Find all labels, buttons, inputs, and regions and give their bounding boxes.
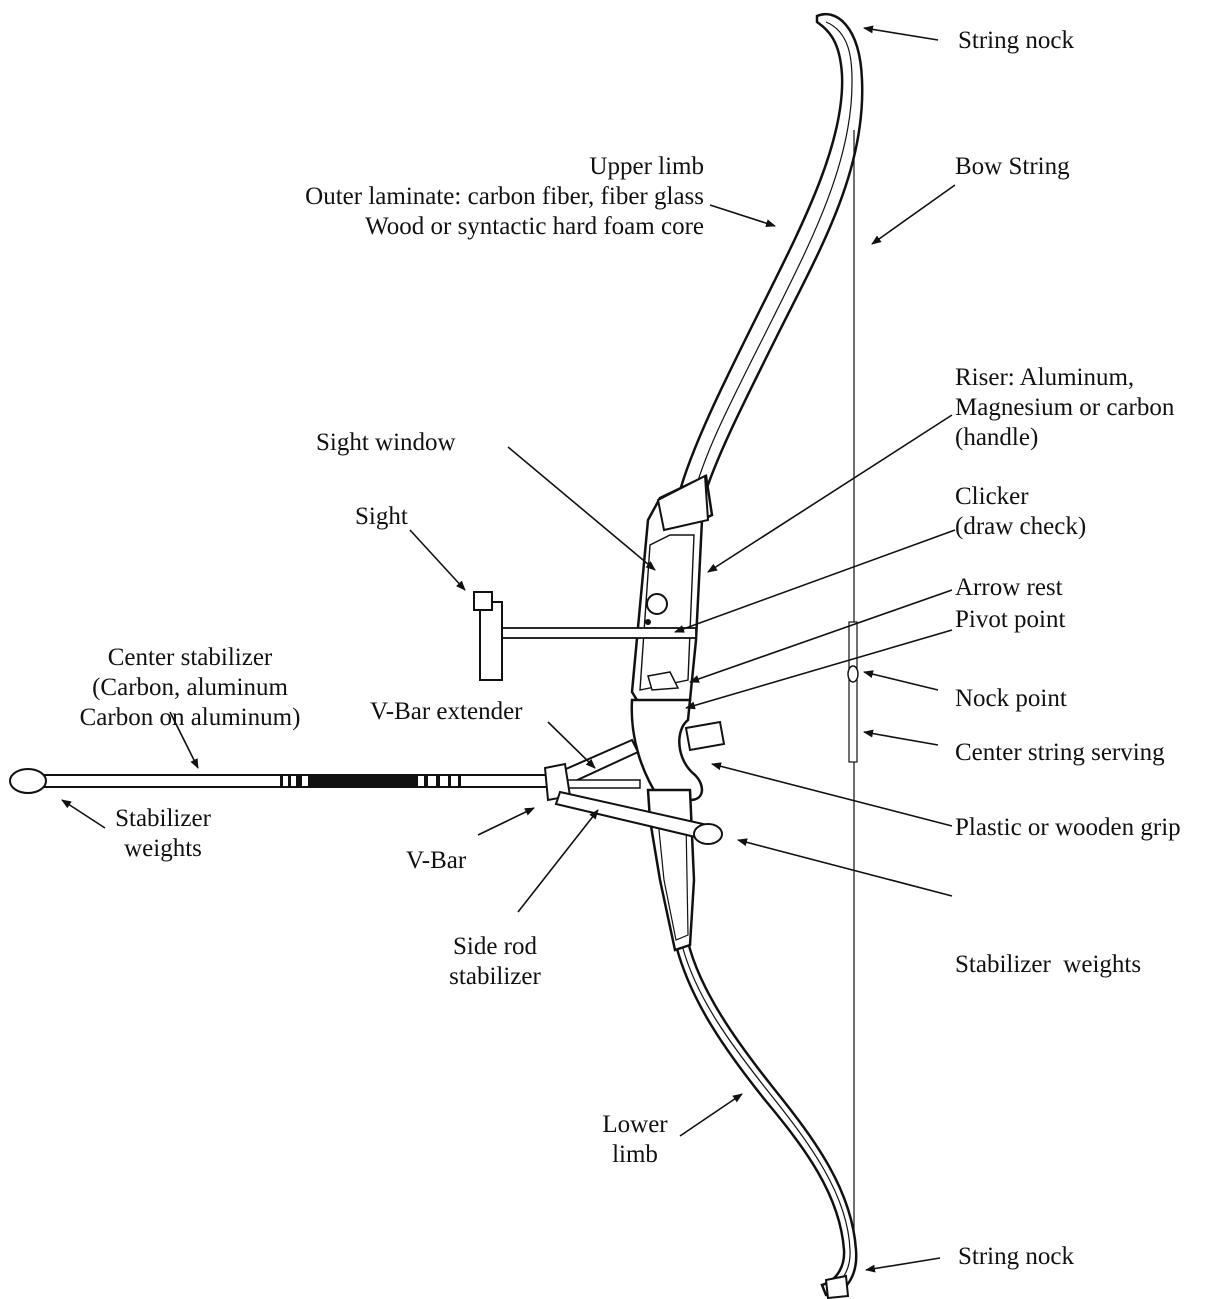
stabilizer-bands	[280, 775, 461, 787]
label-center-string-serving: Center string serving	[955, 739, 1165, 766]
sight-bar	[499, 627, 697, 639]
string-nock-bottom-tip	[824, 1274, 850, 1299]
riser-top-block	[656, 474, 710, 532]
clicker-wheel	[646, 593, 668, 615]
nock-point	[847, 665, 859, 683]
label-stabilizer-weights-left: Stabilizer weights	[115, 805, 211, 862]
label-lower-limb: Lower limb	[602, 1111, 668, 1168]
label-sight: Sight	[355, 503, 408, 530]
label-bow-string: Bow String	[955, 153, 1070, 180]
stabilizer-weight-left	[9, 768, 47, 794]
lower-limb	[674, 940, 858, 1297]
label-pivot-point: Pivot point	[955, 606, 1066, 633]
lower-limb-laminate-line	[681, 944, 851, 1291]
label-arrow-rest: Arrow rest	[955, 574, 1063, 601]
riser	[630, 474, 714, 707]
upper-limb	[676, 12, 864, 502]
label-string-nock-top: String nock	[958, 27, 1074, 54]
center-stabilizer-rod	[39, 774, 551, 788]
label-string-nock-bottom: String nock	[958, 1243, 1074, 1270]
label-side-rod-stabilizer: Side rod stabilizer	[449, 933, 541, 990]
label-sight-window: Sight window	[316, 429, 456, 456]
label-riser: Riser: Aluminum, Magnesium or carbon (ha…	[955, 364, 1175, 451]
label-stabilizer-weights-right: Stabilizer weights	[955, 951, 1142, 978]
label-center-stabilizer: Center stabilizer (Carbon, aluminum Carb…	[79, 644, 301, 731]
label-upper-limb: Upper limb Outer laminate: carbon fiber,…	[305, 153, 704, 240]
arrow-rest-plate	[647, 671, 680, 691]
label-v-bar-extender: V-Bar extender	[370, 698, 523, 725]
upper-limb-laminate-line	[692, 21, 853, 499]
side-rod-weight	[693, 823, 723, 845]
sight-block	[479, 601, 503, 681]
leader-arrows	[61, 25, 956, 1273]
label-nock-point: Nock point	[955, 685, 1067, 712]
label-plastic-grip: Plastic or wooden grip	[955, 814, 1181, 841]
center-string-serving	[848, 621, 858, 763]
upper-side-weight	[684, 720, 726, 752]
label-clicker: Clicker (draw check)	[955, 483, 1087, 540]
label-v-bar: V-Bar	[406, 847, 467, 874]
